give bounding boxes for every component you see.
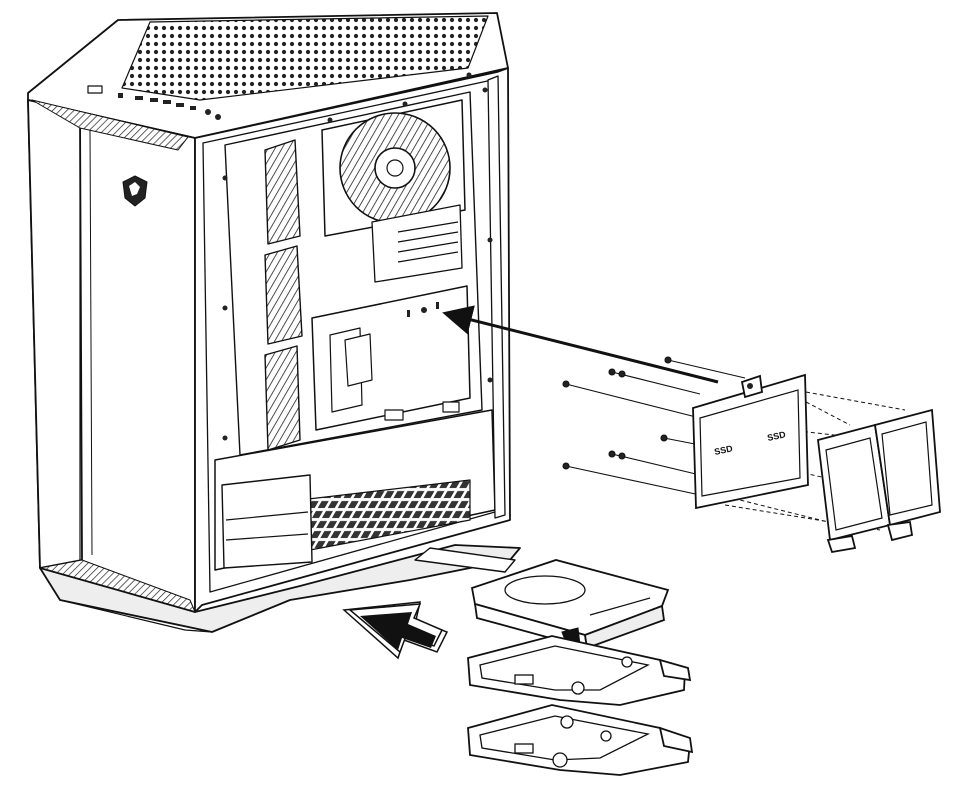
ssd-label-right: SSD bbox=[766, 429, 787, 443]
msi-dragon-logo-icon bbox=[122, 175, 148, 207]
hdd-cage bbox=[221, 474, 313, 569]
front-accent-left bbox=[27, 99, 83, 569]
ssd-drives bbox=[817, 408, 941, 554]
pc-case bbox=[27, 12, 521, 633]
hdd-install-arrow-icon bbox=[342, 601, 449, 660]
mount-holes bbox=[407, 302, 439, 317]
top-mesh bbox=[121, 15, 489, 101]
top-io-ports bbox=[87, 85, 221, 120]
cable-grommets bbox=[264, 139, 303, 451]
front-vent-top bbox=[31, 99, 189, 151]
ssd-mounting-plate: SSD SSD bbox=[692, 373, 809, 510]
ssd-screws bbox=[562, 356, 746, 496]
rear-fan bbox=[321, 99, 466, 237]
hdd-tray-top bbox=[467, 635, 692, 706]
pci-slots bbox=[371, 204, 463, 283]
hdd-tray-bottom bbox=[467, 704, 694, 776]
ssd-label-left: SSD bbox=[713, 443, 734, 457]
ssd-install-arrow-icon bbox=[442, 305, 719, 384]
